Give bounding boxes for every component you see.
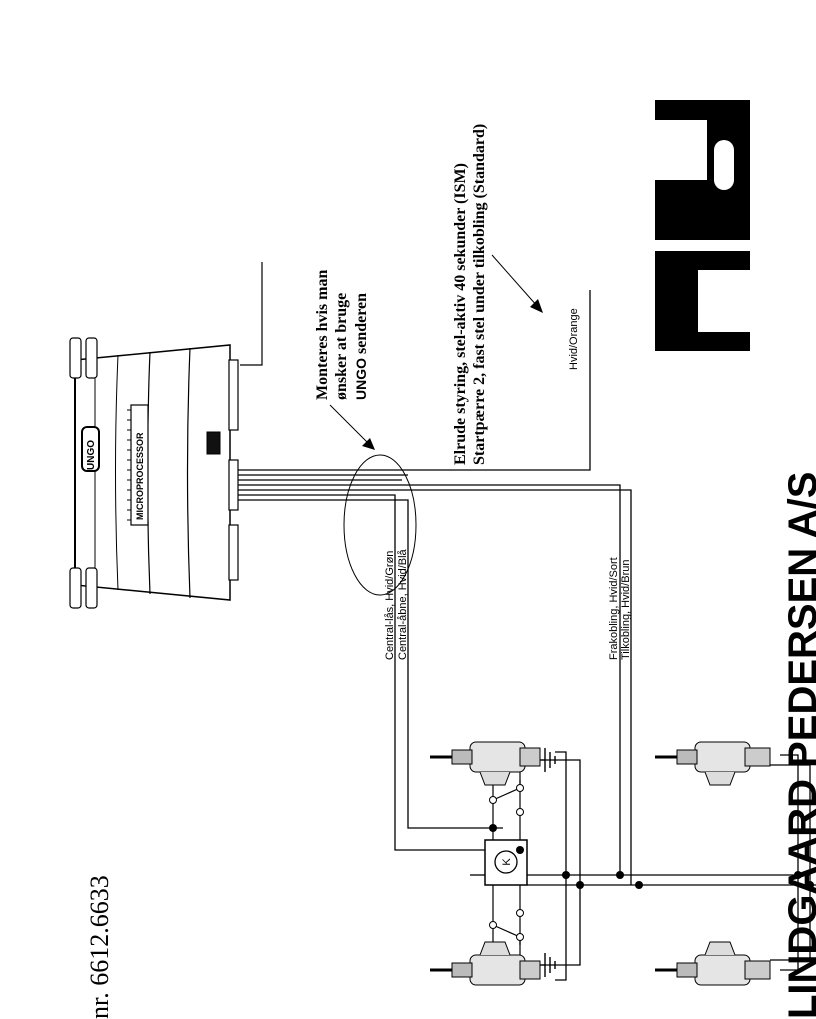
- note-window-line1: Elrude styring, stel-aktiv 40 sekunder (…: [452, 163, 469, 465]
- unit-brand-text: UNGO: [86, 440, 97, 470]
- contact-lower-1: [489, 921, 497, 929]
- note-remote-line2: ønsker at bruge: [333, 293, 350, 400]
- switch-lower-blade: [492, 924, 521, 938]
- mount-tab-top-left: [69, 337, 82, 379]
- note-remote-line3: UNGO senderen: [353, 293, 370, 400]
- power-cable: [240, 262, 263, 366]
- contact-upper-1: [489, 796, 497, 804]
- bus-actuator-left-b: [540, 759, 581, 966]
- label-central-abne: Central-åbne, Hvid/Blå: [397, 548, 409, 660]
- wire-frakobling: [238, 484, 621, 875]
- actuator-top-left: [430, 741, 541, 786]
- wire-harness: [238, 290, 632, 885]
- arrow-remote: [329, 404, 375, 450]
- relay-coil-icon: [494, 850, 518, 874]
- connector-lower: [228, 524, 239, 581]
- control-unit: UNGO MICROPROCESSOR: [69, 337, 239, 609]
- actuator-bus: [470, 751, 816, 981]
- microprocessor-chip: [130, 404, 149, 526]
- led-indicator: [206, 431, 221, 455]
- relay-symbol: K: [501, 858, 513, 866]
- wire-central-abne: [238, 499, 503, 829]
- label-central-las: Central-lås, Hvid/Grøn: [384, 551, 396, 660]
- actuator-bottom-right: [655, 941, 771, 986]
- wire-tilkobling: [238, 489, 632, 885]
- note-remote-line1: Monteres hvis man: [314, 270, 331, 400]
- contact-lower-2: [516, 933, 524, 941]
- unit-brand-badge: [81, 426, 100, 472]
- wire-hvid-orange: [238, 290, 591, 471]
- bus-actuator-left-a: [555, 751, 567, 981]
- label-frakobling: Frakobling, Hvid/Sort: [608, 557, 620, 660]
- contact-lower-3: [516, 909, 524, 917]
- connector-upper: [228, 359, 239, 431]
- phone-number-text: nr. 6612.6633: [85, 875, 114, 1019]
- optional-wires-ellipse: [343, 454, 417, 596]
- company-name: LINDGAARD PEDERSEN A/S: [781, 472, 816, 1019]
- connector-middle: [228, 459, 239, 511]
- arrow-window: [491, 254, 543, 313]
- contact-upper-3: [516, 808, 524, 816]
- bus-actuator-right-b: [770, 764, 811, 961]
- bus-actuator-right-a: [780, 754, 799, 971]
- note-remote-line3-rest: senderen: [353, 293, 370, 358]
- wire-central-las: [238, 494, 485, 851]
- label-hvid-orange: Hvid/Orange: [568, 308, 580, 370]
- junction-dots: [489, 824, 814, 889]
- actuator-top-right: [655, 741, 771, 786]
- microprocessor-label: MICROPROCESSOR: [135, 432, 145, 520]
- note-remote-brand: UNGO: [353, 358, 369, 400]
- mount-tab-bottom-left: [69, 567, 82, 609]
- actuator-bottom-left: [430, 941, 541, 986]
- company-logo: LP: [655, 100, 750, 351]
- note-window-line2: Startpærre 2, fast stel under tilkobling…: [471, 124, 488, 465]
- switch-upper-legs: [492, 780, 521, 840]
- mount-tab-top-right: [85, 337, 98, 379]
- contact-upper-2: [516, 784, 524, 792]
- switch-upper-blade: [492, 787, 521, 801]
- switch-lower-legs: [492, 885, 521, 945]
- mount-tab-bottom-right: [85, 567, 98, 609]
- label-tilkobling: Tilkobling, Hvid/Brun: [620, 560, 632, 660]
